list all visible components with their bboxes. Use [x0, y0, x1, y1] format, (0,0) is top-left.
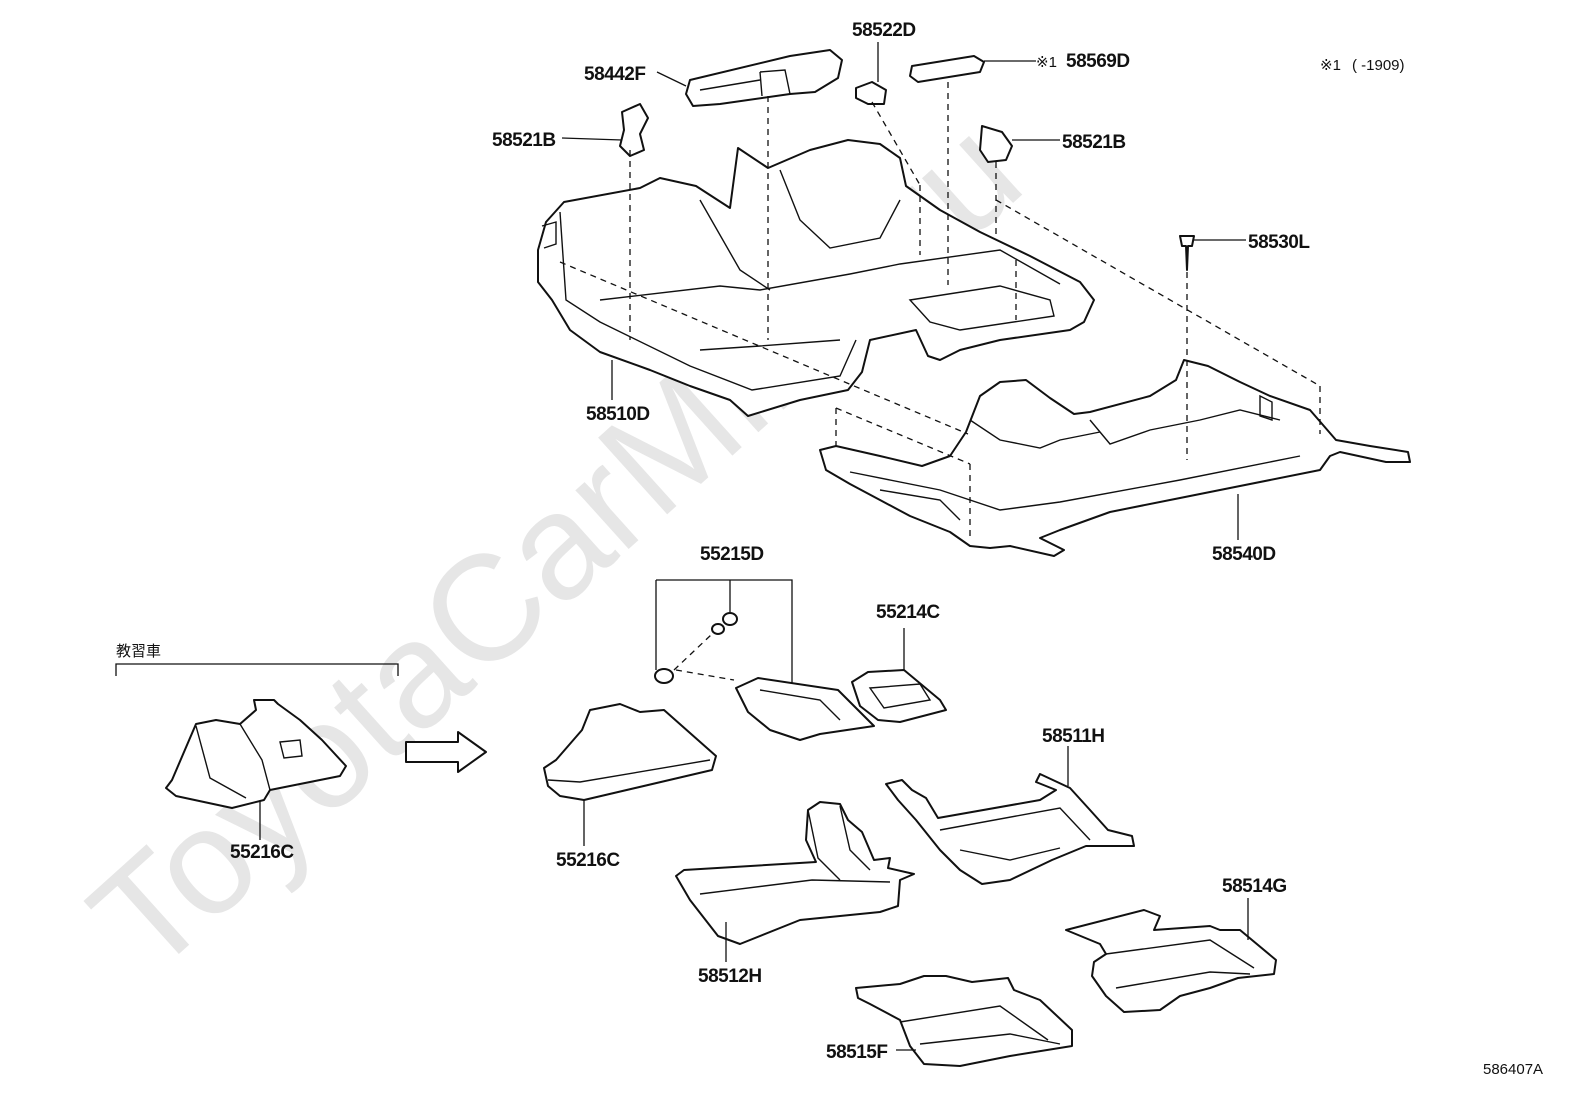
part-58514G-shape: [1065, 909, 1277, 1013]
label-58510D: 58510D: [586, 404, 650, 425]
part-58521B-left-shape: [619, 103, 649, 157]
part-58442F-shape: [685, 49, 843, 107]
part-55215D-pad: [735, 677, 875, 741]
label-55216C-left: 55216C: [230, 842, 294, 863]
label-58522D: 58522D: [852, 20, 916, 41]
label-55214C: 55214C: [876, 602, 940, 623]
part-58512H-shape: [675, 801, 915, 945]
part-58521B-right-shape: [979, 125, 1013, 163]
bracket-55215D: [655, 579, 793, 686]
part-58515F-shape: [855, 975, 1073, 1067]
leader-58521B-left: [561, 137, 623, 141]
label-58442F: 58442F: [584, 64, 645, 85]
label-58530L: 58530L: [1248, 232, 1310, 253]
part-55215D-clips: [654, 612, 738, 684]
part-58522D-shape: [855, 81, 887, 105]
part-58511H-shape: [885, 773, 1135, 885]
label-58540D: 58540D: [1212, 544, 1276, 565]
assembly-lines-top: [559, 82, 1321, 540]
note-range: ( -1909): [1352, 57, 1405, 74]
label-58569D: 58569D: [1066, 51, 1130, 72]
label-58521B-right: 58521B: [1062, 132, 1126, 153]
label-55216C-right: 55216C: [556, 850, 620, 871]
part-55216C-right-shape: [543, 703, 717, 801]
label-58521B-left: 58521B: [492, 130, 556, 151]
label-driving-school: 教習車: [116, 643, 161, 660]
bracket-driving-school: [115, 663, 399, 676]
diagram-id: 586407A: [1483, 1061, 1543, 1078]
label-58512H: 58512H: [698, 966, 762, 987]
label-58514G: 58514G: [1222, 876, 1287, 897]
label-55215D: 55215D: [700, 544, 764, 565]
label-58515F: 58515F: [826, 1042, 887, 1063]
part-58540D-rear-carpet: [819, 359, 1411, 557]
part-58510D-front-carpet: [537, 139, 1095, 417]
arrow-icon: [405, 731, 487, 773]
part-55216C-left-shape: [165, 699, 347, 809]
part-58569D-shape: [909, 55, 985, 83]
leader-58442F: [656, 71, 687, 87]
part-58530L-shape: [1179, 235, 1195, 271]
note-prefix: ※1: [1320, 57, 1341, 74]
part-55214C-shape: [851, 669, 947, 723]
label-58569D-mark: ※1: [1036, 54, 1057, 71]
label-58511H: 58511H: [1042, 726, 1105, 747]
